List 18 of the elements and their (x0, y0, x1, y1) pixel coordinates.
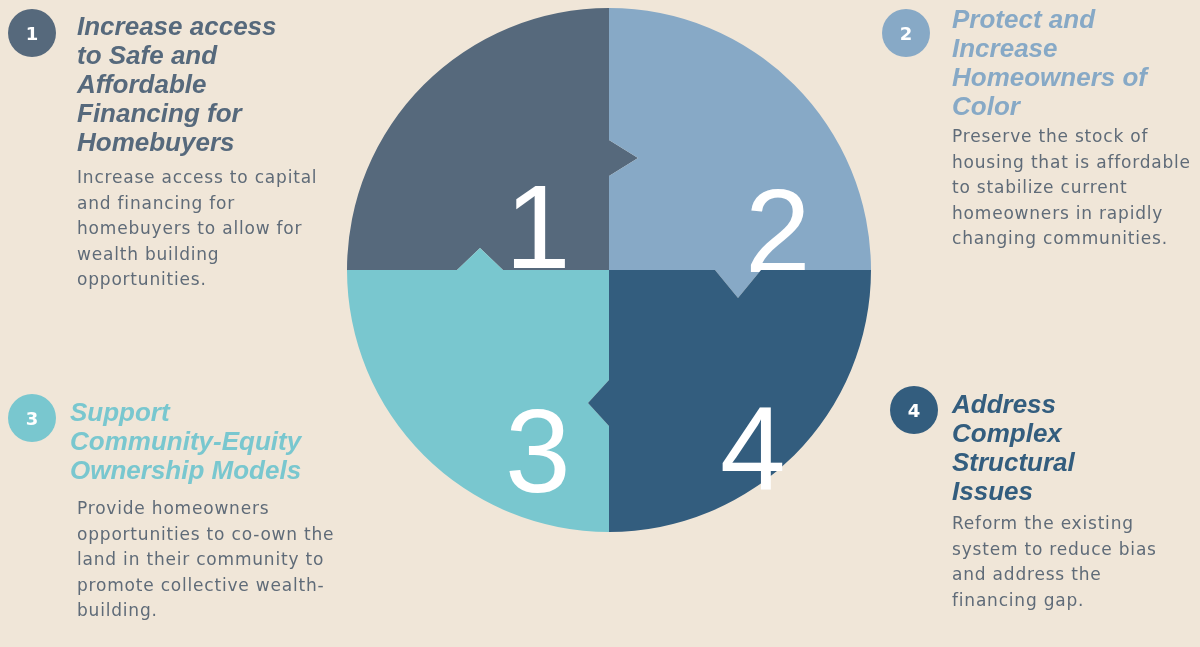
puzzle-quadrant (347, 8, 638, 270)
heading: Address Complex Structural Issues (952, 390, 1076, 506)
puzzle-quadrant (588, 270, 871, 532)
heading: Protect and Increase Homeowners of Color (952, 5, 1150, 121)
heading: Support Community-Equity Ownership Models (70, 398, 303, 485)
quadrant-number: 4 (720, 390, 786, 508)
quadrant-number: 3 (505, 392, 571, 510)
number-badge: 4 (890, 386, 938, 434)
number-badge: 3 (8, 394, 56, 442)
description-text: Preserve the stock of housing that is affordable to stabilize current homeowners in rapidly changing communities. (952, 125, 1192, 250)
puzzle-quadrant (609, 8, 871, 298)
description-text: Increase access to capital and financing for homebuyers to allow for wealth building opportunities. (77, 166, 319, 291)
number-badge: 2 (882, 9, 930, 57)
description-text: Reform the existing system to reduce bias and address the financing gap. (952, 512, 1158, 612)
heading: Increase access to Safe and Affordable Financing for Homebuyers (77, 12, 278, 157)
number-badge: 1 (8, 9, 56, 57)
description-text: Provide homeowners opportunities to co-own the land in their community to promote collective wealth-building. (77, 497, 336, 622)
quadrant-number: 1 (505, 168, 571, 286)
